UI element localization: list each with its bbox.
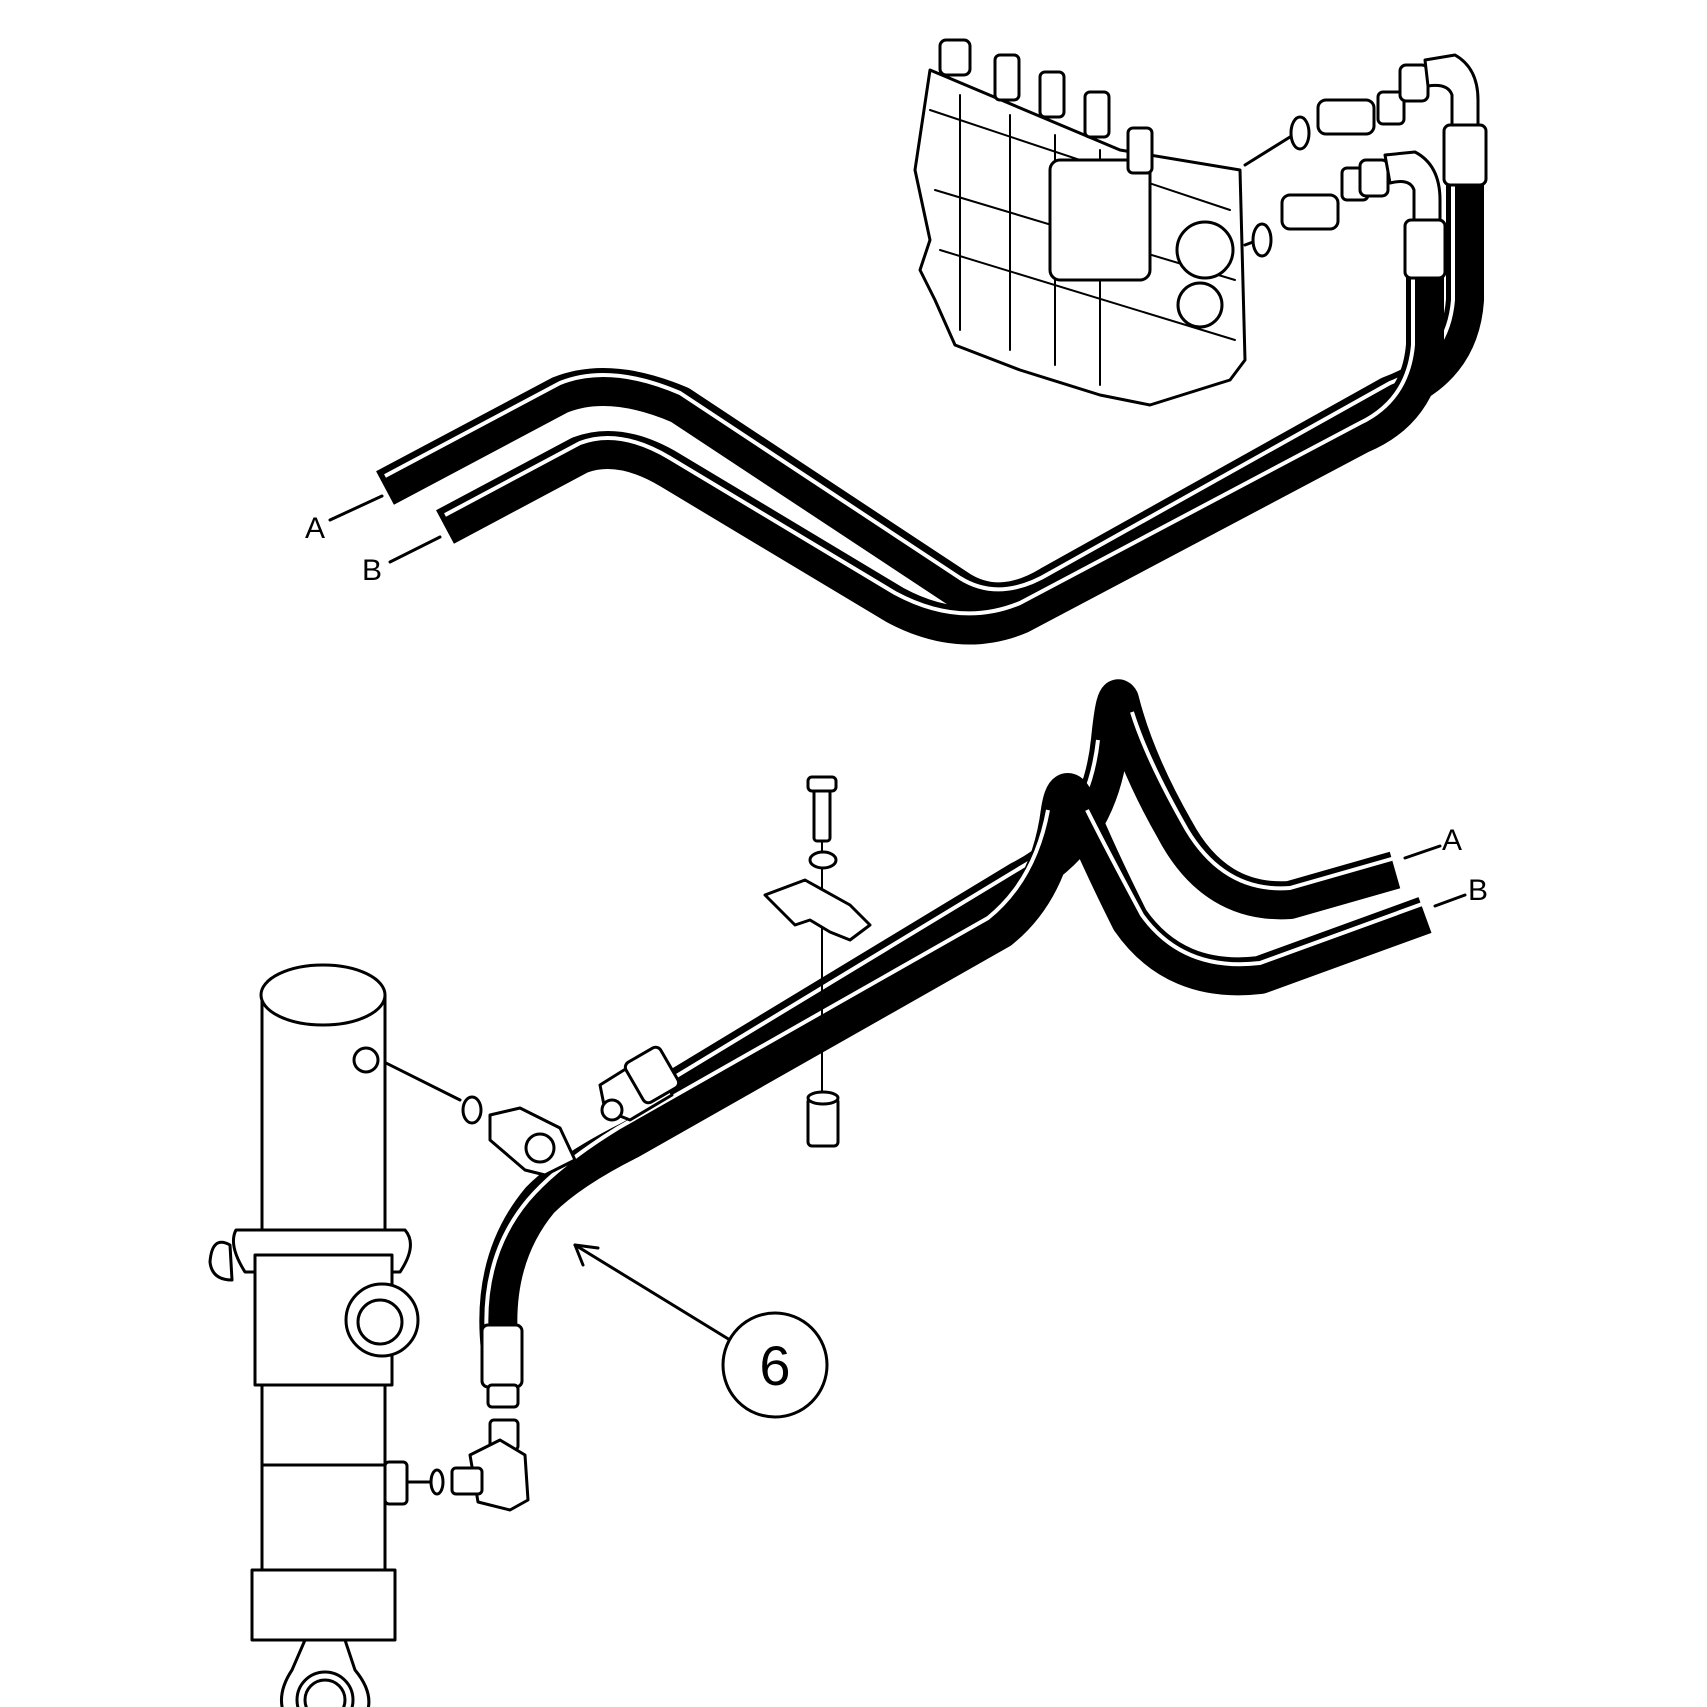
control-valve-block [913, 38, 1247, 407]
valve-fitting-lower [1243, 166, 1370, 258]
clamp-plate [763, 878, 872, 942]
upper-cylinder-elbow [378, 1058, 577, 1177]
clamp-washer [808, 850, 838, 870]
lower-cylinder-elbow [396, 1418, 530, 1512]
item-6-arrowhead [573, 1243, 600, 1267]
top-hose-b [436, 238, 1444, 645]
item-6-leader [573, 1243, 732, 1342]
upper-hose-end-fitting [598, 1045, 681, 1122]
bottom-a-leader [1403, 844, 1442, 860]
top-hose-b-ferrule [1403, 218, 1447, 280]
valve-elbow-lower [1358, 150, 1442, 222]
top-a-leader [328, 494, 384, 522]
top-b-leader [388, 535, 442, 564]
item-6-number: 6 [759, 1334, 790, 1397]
item-6-circle [721, 1311, 829, 1419]
bottom-b-leader [1433, 893, 1467, 908]
valve-elbow-upper [1398, 53, 1480, 132]
lower-hose-end-fitting [480, 1323, 524, 1409]
top-callout-b: B [362, 554, 382, 587]
hose-clamp-assembly [763, 775, 872, 1148]
bottom-callout-b: B [1468, 874, 1488, 907]
valve-fitting-upper [1243, 90, 1406, 167]
hydraulic-cylinder [208, 963, 420, 1707]
top-hose-a-ferrule [1442, 123, 1488, 187]
top-callout-a: A [305, 512, 325, 545]
bottom-callout-a: A [1442, 824, 1462, 857]
